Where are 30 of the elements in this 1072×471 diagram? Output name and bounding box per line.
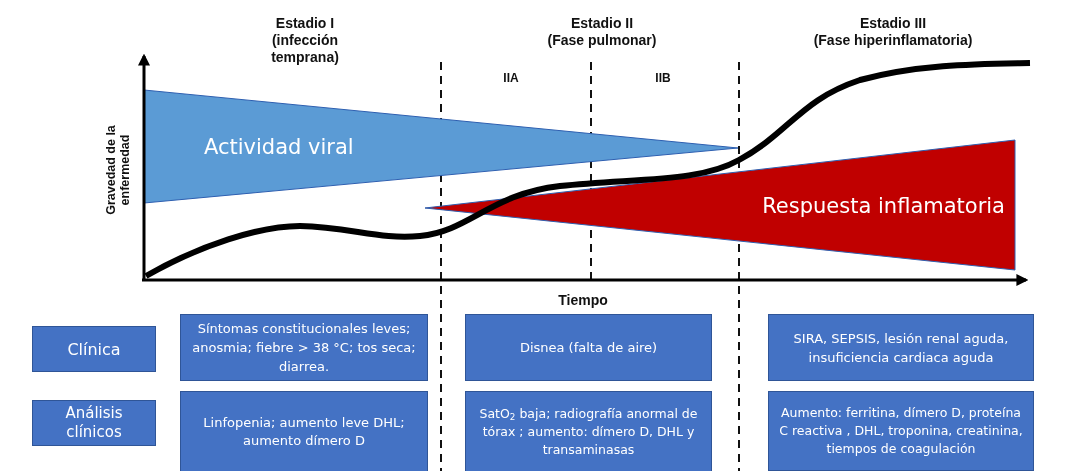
info-box xyxy=(768,314,1034,381)
stage-heading: Estadio I xyxy=(275,15,335,32)
row-header-box xyxy=(32,400,156,446)
stage-heading: (Fase pulmonar) xyxy=(547,32,657,49)
box-text: Análisis clínicos xyxy=(64,404,124,442)
info-box xyxy=(768,391,1034,471)
inflammatory-response-wedge xyxy=(423,138,1017,272)
box-text: Disnea (falta de aire) xyxy=(519,339,658,357)
band-label: Respuesta inflamatoria xyxy=(762,194,1005,218)
box-text: SatO$_{2}$ baja; radiografía anormal de tórax ; aumento: dímero D, DHL y transaminasas xyxy=(478,405,699,459)
info-box xyxy=(465,391,712,471)
substage-label: IIB xyxy=(655,70,671,87)
stage-heading: (infección temprana) xyxy=(270,32,340,66)
box-text: SIRA, SEPSIS, lesión renal aguda, insuficiencia cardiaca aguda xyxy=(792,329,1010,367)
box-text: Síntomas constitucionales leves; anosmia; fiebre > 38 °C; tos seca; diarrea. xyxy=(191,320,417,376)
band-label: Actividad viral xyxy=(204,135,354,159)
info-box xyxy=(180,391,428,471)
box-text: Aumento: ferritina, dímero D, proteína C reactiva , DHL, troponina, creatinina, tiempos de coagulación xyxy=(778,404,1024,458)
stage-heading: Estadio III xyxy=(859,15,927,32)
viral-activity-wedge xyxy=(144,88,740,206)
box-text: Linfopenia; aumento leve DHL; aumento dímero D xyxy=(202,414,406,450)
axis-title: Tiempo xyxy=(558,292,608,309)
row-header-box xyxy=(32,326,156,372)
info-box xyxy=(465,314,712,381)
stage-heading: (Fase hiperinflamatoria) xyxy=(813,32,973,49)
info-box xyxy=(180,314,428,381)
substage-label: IIA xyxy=(503,70,519,87)
axis-title: Gravedad de la enfermedad xyxy=(104,124,132,217)
stage-heading: Estadio II xyxy=(570,15,634,32)
box-text: Clínica xyxy=(67,339,121,359)
